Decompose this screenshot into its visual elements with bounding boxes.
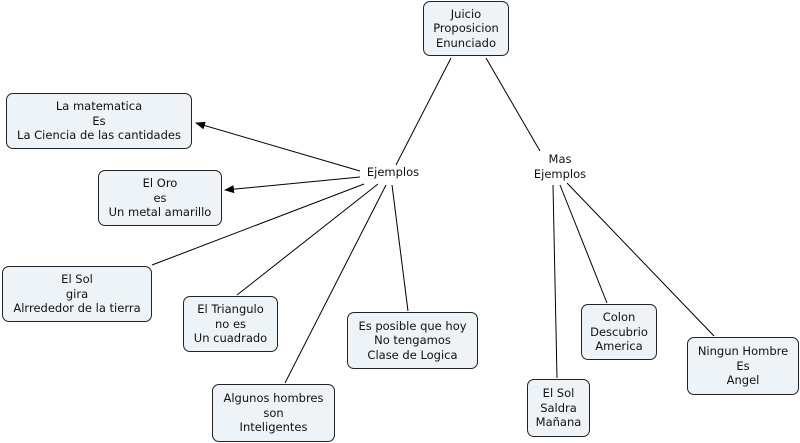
node-text-line: El Sol [61, 272, 93, 287]
node-text-line: Juicio [450, 6, 482, 21]
connector-mas-colon [559, 184, 608, 304]
node-text-line: La matematica [55, 99, 143, 114]
concept-oro[interactable]: El Oro es Un metal amarillo [98, 170, 222, 226]
arrow-ejemplos-matematica [195, 121, 361, 172]
connector-ejemplos-triangulo [236, 183, 379, 296]
connector-ejemplos-posible [391, 184, 409, 312]
node-text-line: Ningun Hombre [697, 344, 789, 359]
node-text-line: Es [92, 113, 106, 128]
node-text-line: El Sol [542, 386, 575, 401]
node-text-line: No tengamos [374, 333, 451, 348]
node-text-line: Descubrio [590, 324, 648, 339]
node-text-line: Enunciado [435, 35, 497, 50]
link-text: Mas [548, 152, 572, 166]
connector-ejemplos-sol-gira [151, 183, 365, 266]
connector-mas-ningun [566, 182, 715, 337]
linking-phrase-ejemplos[interactable]: Ejemplos [360, 165, 426, 180]
node-text-line: Saldra [540, 400, 577, 415]
connector-ejemplos-algunos [284, 184, 387, 384]
connector-root-ejemplos [395, 57, 452, 166]
node-text-line: Alrrededor de la tierra [13, 301, 141, 316]
node-text-line: Es posible que hoy [358, 318, 467, 333]
node-text-line: Clase de Logica [367, 347, 458, 362]
node-text-line: Mañana [535, 415, 582, 430]
node-text-line: El Triangulo [197, 302, 264, 317]
node-text-line: gira [65, 286, 89, 301]
concept-matematica[interactable]: La matematica Es La Ciencia de las canti… [6, 93, 192, 149]
node-text-line: Angel [726, 373, 760, 388]
node-text-line: Es [736, 358, 750, 373]
linking-phrase-mas-ejemplos[interactable]: Mas Ejemplos [524, 152, 596, 181]
node-text-line: Inteligentes [239, 420, 308, 435]
node-text-line: El Oro [142, 176, 178, 191]
connector-root-mas-ejemplos [485, 57, 541, 152]
link-text: Ejemplos [533, 166, 587, 181]
node-text-line: America [595, 339, 643, 354]
concept-algunos[interactable]: Algunos hombres son Inteligentes [212, 384, 335, 442]
node-text-line: Algunos hombres [223, 391, 324, 406]
concept-sol-saldra[interactable]: El Sol Saldra Mañana [527, 379, 590, 437]
node-text-line: Proposicion [433, 21, 499, 36]
concept-posible[interactable]: Es posible que hoy No tengamos Clase de … [347, 312, 478, 369]
node-text-line: es [153, 190, 167, 205]
node-text-line: son [263, 405, 284, 420]
concept-colon[interactable]: Colon Descubrio America [581, 304, 657, 360]
concept-ningun[interactable]: Ningun Hombre Es Angel [687, 337, 799, 395]
link-text: Ejemplos [366, 165, 420, 179]
node-text-line: Un metal amarillo [108, 205, 212, 220]
node-text-line: La Ciencia de las cantidades [17, 128, 181, 143]
node-text-line: Colon [602, 310, 636, 325]
arrow-ejemplos-oro [224, 176, 361, 194]
concept-triangulo[interactable]: El Triangulo no es Un cuadrado [183, 296, 278, 352]
concept-root[interactable]: Juicio Proposicion Enunciado [423, 1, 509, 56]
node-text-line: no es [214, 316, 247, 331]
concept-sol-gira[interactable]: El Sol gira Alrrededor de la tierra [2, 266, 152, 322]
connector-mas-sol-saldra [552, 184, 558, 379]
node-text-line: Un cuadrado [193, 331, 268, 346]
